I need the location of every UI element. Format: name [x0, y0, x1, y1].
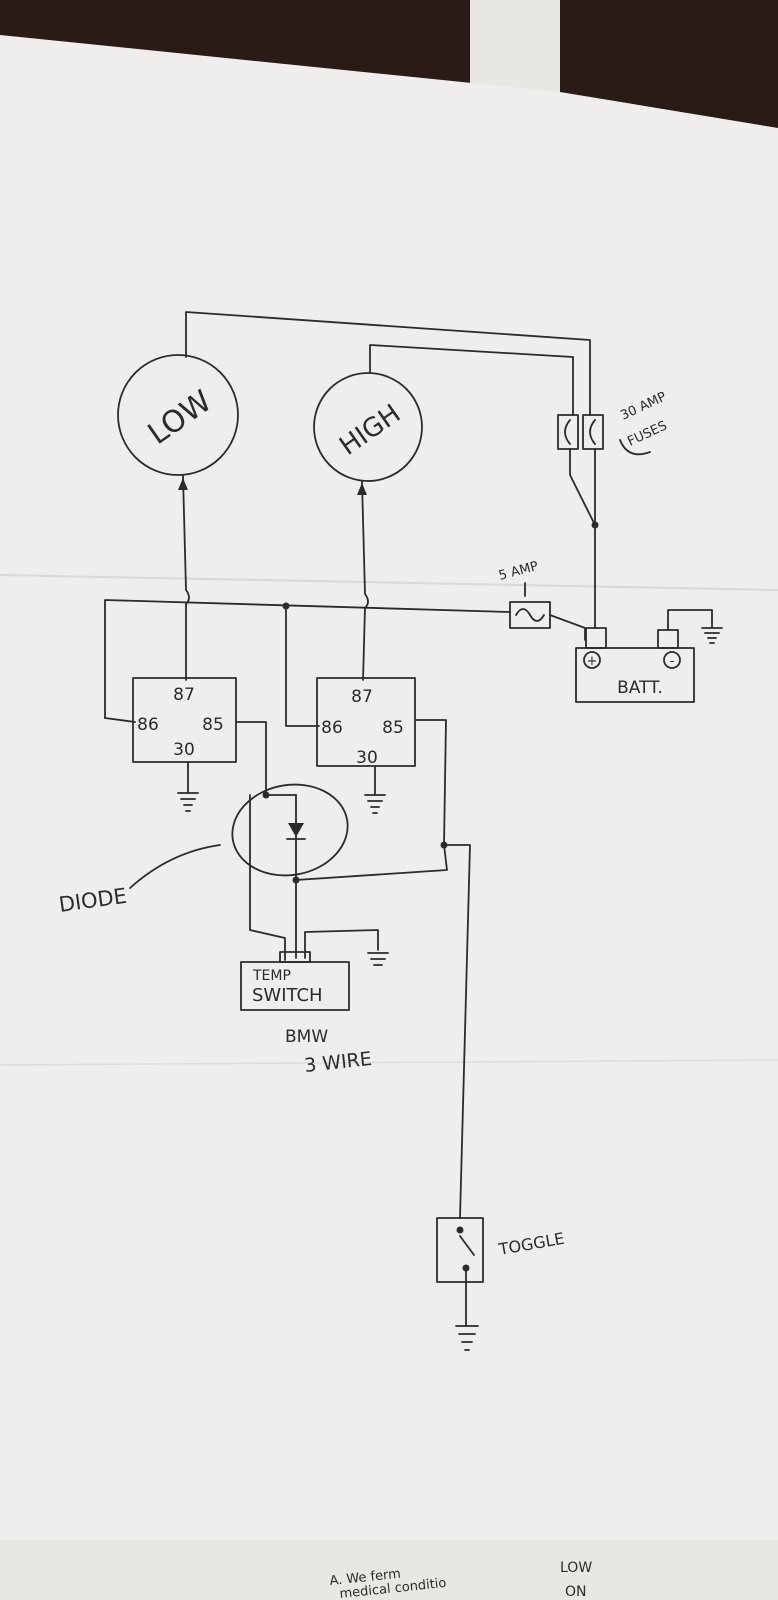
diode-leader-line: [129, 844, 221, 889]
junction-dot-3: [262, 791, 270, 799]
wire-top-low: [185, 311, 591, 416]
wire-diode-to-switch: [249, 794, 286, 961]
relay-low-pin85: 85: [202, 715, 224, 735]
relay-high-pin87: 87: [351, 687, 373, 707]
ground-symbol-toggle: [455, 1325, 479, 1351]
wire-relay-low-85: [235, 721, 297, 796]
relay-high: 87 86 85 30: [316, 677, 416, 768]
wire-bus: [104, 599, 511, 719]
temp-switch-label-1: TEMP: [252, 968, 291, 984]
junction-dot: [591, 521, 599, 529]
relay-low: 87 86 85 30: [132, 677, 237, 763]
wire-relay-high-85: [414, 719, 447, 846]
battery-minus: -: [670, 654, 675, 669]
wire-fuse-to-batt-2: [549, 614, 586, 641]
relay-high-pin85: 85: [382, 718, 404, 738]
temp-switch-label-2: SWITCH: [252, 985, 323, 1006]
paper-fold: [0, 574, 778, 591]
ground-symbol-relay-high: [364, 794, 386, 814]
junction-dot-4: [440, 841, 448, 849]
battery: + - BATT.: [575, 627, 695, 703]
ground-symbol-battery: [701, 627, 723, 644]
back-page-text: A. We ferm: [329, 1567, 402, 1589]
wire-fuse-join-a: [569, 448, 596, 526]
junction-dot-2: [282, 602, 290, 610]
relay-low-pin30: 30: [173, 740, 195, 760]
paper-sheet: [0, 35, 778, 1600]
switch-ground-wire: [304, 929, 379, 959]
temp-switch-note-1: BMW: [285, 1027, 328, 1047]
wire-to-toggle: [295, 794, 471, 1219]
back-page-corner: LOW: [560, 1560, 592, 1576]
wire-top-high: [369, 344, 574, 416]
battery-ground-wire: [667, 609, 713, 631]
wire-arrow: [178, 478, 188, 490]
back-page-corner-2: ON: [565, 1584, 587, 1600]
relay-low-pin86: 86: [137, 715, 159, 735]
wire-low-to-relay: [182, 475, 190, 681]
ground-symbol-switch: [367, 952, 389, 966]
paper-corner: [470, 0, 560, 95]
relay-high-pin30: 30: [356, 748, 378, 768]
wire-bus-to-relay2: [285, 605, 320, 727]
relay-high-pin86: 86: [321, 718, 343, 738]
battery-label: BATT.: [617, 678, 663, 698]
diode: [231, 783, 349, 884]
relay-low-pin87: 87: [173, 685, 195, 705]
battery-plus: +: [587, 654, 598, 669]
paper-fold-lower: [0, 1059, 778, 1066]
ground-symbol-relay-low: [177, 792, 199, 812]
wire-arrow-2: [357, 483, 367, 495]
diode-symbol: [288, 823, 304, 837]
back-page: [0, 1540, 778, 1600]
toggle-switch: [436, 1217, 484, 1283]
wire-to-relay1-86: [104, 717, 136, 723]
temp-switch: TEMP SWITCH: [240, 951, 350, 1011]
